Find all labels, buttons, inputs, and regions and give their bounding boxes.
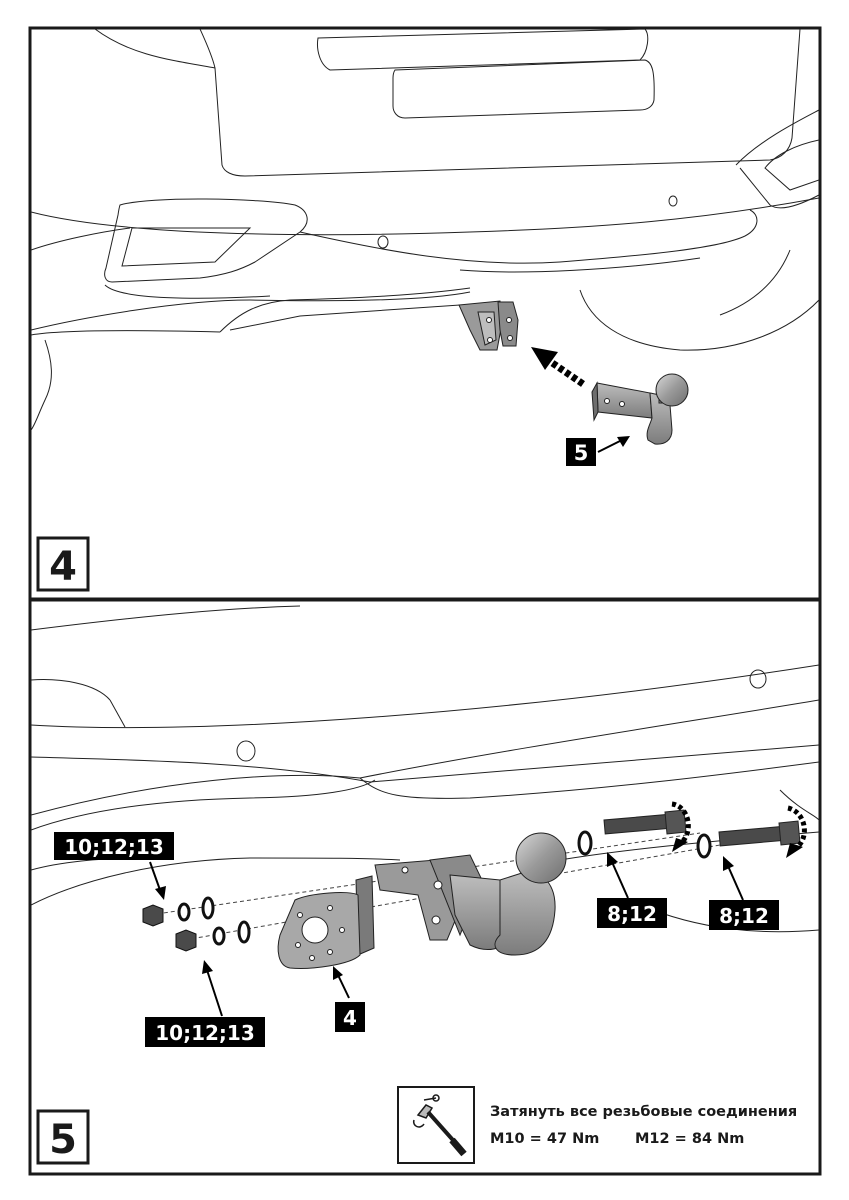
panel-4-frame (28, 26, 822, 601)
step-5-badge: 5 (36, 1109, 90, 1165)
bracket-4-label: 4 (343, 1006, 357, 1030)
bracket-4-callout: 4 (333, 966, 365, 1032)
tow-ball-neck (591, 373, 689, 445)
socket-bracket (277, 875, 375, 969)
step-4-number: 4 (49, 544, 77, 590)
tighten-arrowhead-2 (786, 843, 803, 858)
part-5-callout: 5 (566, 436, 630, 466)
panel-step-5: 10;12;13 10;12;13 4 8;12 (28, 598, 822, 1176)
nut-top (142, 896, 215, 927)
tow-hitch-assembly (374, 832, 567, 956)
part-5-label-box (566, 438, 596, 466)
nut-top-callout: 10;12;13 (54, 832, 174, 900)
nut-bottom (175, 920, 251, 952)
insert-direction-arrow (531, 347, 585, 387)
tighten-arrow-2 (787, 805, 807, 851)
washer-2 (696, 833, 712, 859)
nut-bottom-label: 10;12;13 (155, 1021, 255, 1045)
bolt-2 (718, 820, 801, 847)
washer-1 (577, 830, 593, 856)
hitch-mount-brackets (458, 300, 519, 351)
bolt-2-label: 8;12 (719, 904, 769, 928)
bolt-1-label: 8;12 (607, 902, 657, 926)
torque-note-line1: Затянуть все резьбовые соединения (490, 1104, 797, 1120)
step-5-number: 5 (49, 1117, 77, 1163)
torque-m12: M12 = 84 Nm (635, 1131, 744, 1147)
torque-wrench-icon (412, 1094, 467, 1157)
bolt-axis-lines (149, 832, 721, 941)
car-rear-drawing-4 (31, 29, 819, 431)
tighten-arrowhead-1 (672, 838, 688, 852)
tighten-arrow-1 (671, 801, 691, 844)
panel-step-4: 5 4 (28, 26, 822, 601)
bolt-1 (603, 809, 687, 835)
torque-note: Затянуть все резьбовые соединения M10 = … (397, 1086, 797, 1164)
nut-bottom-callout: 10;12;13 (145, 960, 265, 1047)
part-5-label: 5 (574, 441, 589, 465)
bolt-1-callout: 8;12 (597, 852, 667, 928)
bolt-2-callout: 8;12 (709, 856, 779, 930)
nut-top-label: 10;12;13 (64, 835, 164, 859)
torque-m10: M10 = 47 Nm (490, 1131, 599, 1147)
step-4-badge: 4 (36, 536, 90, 592)
